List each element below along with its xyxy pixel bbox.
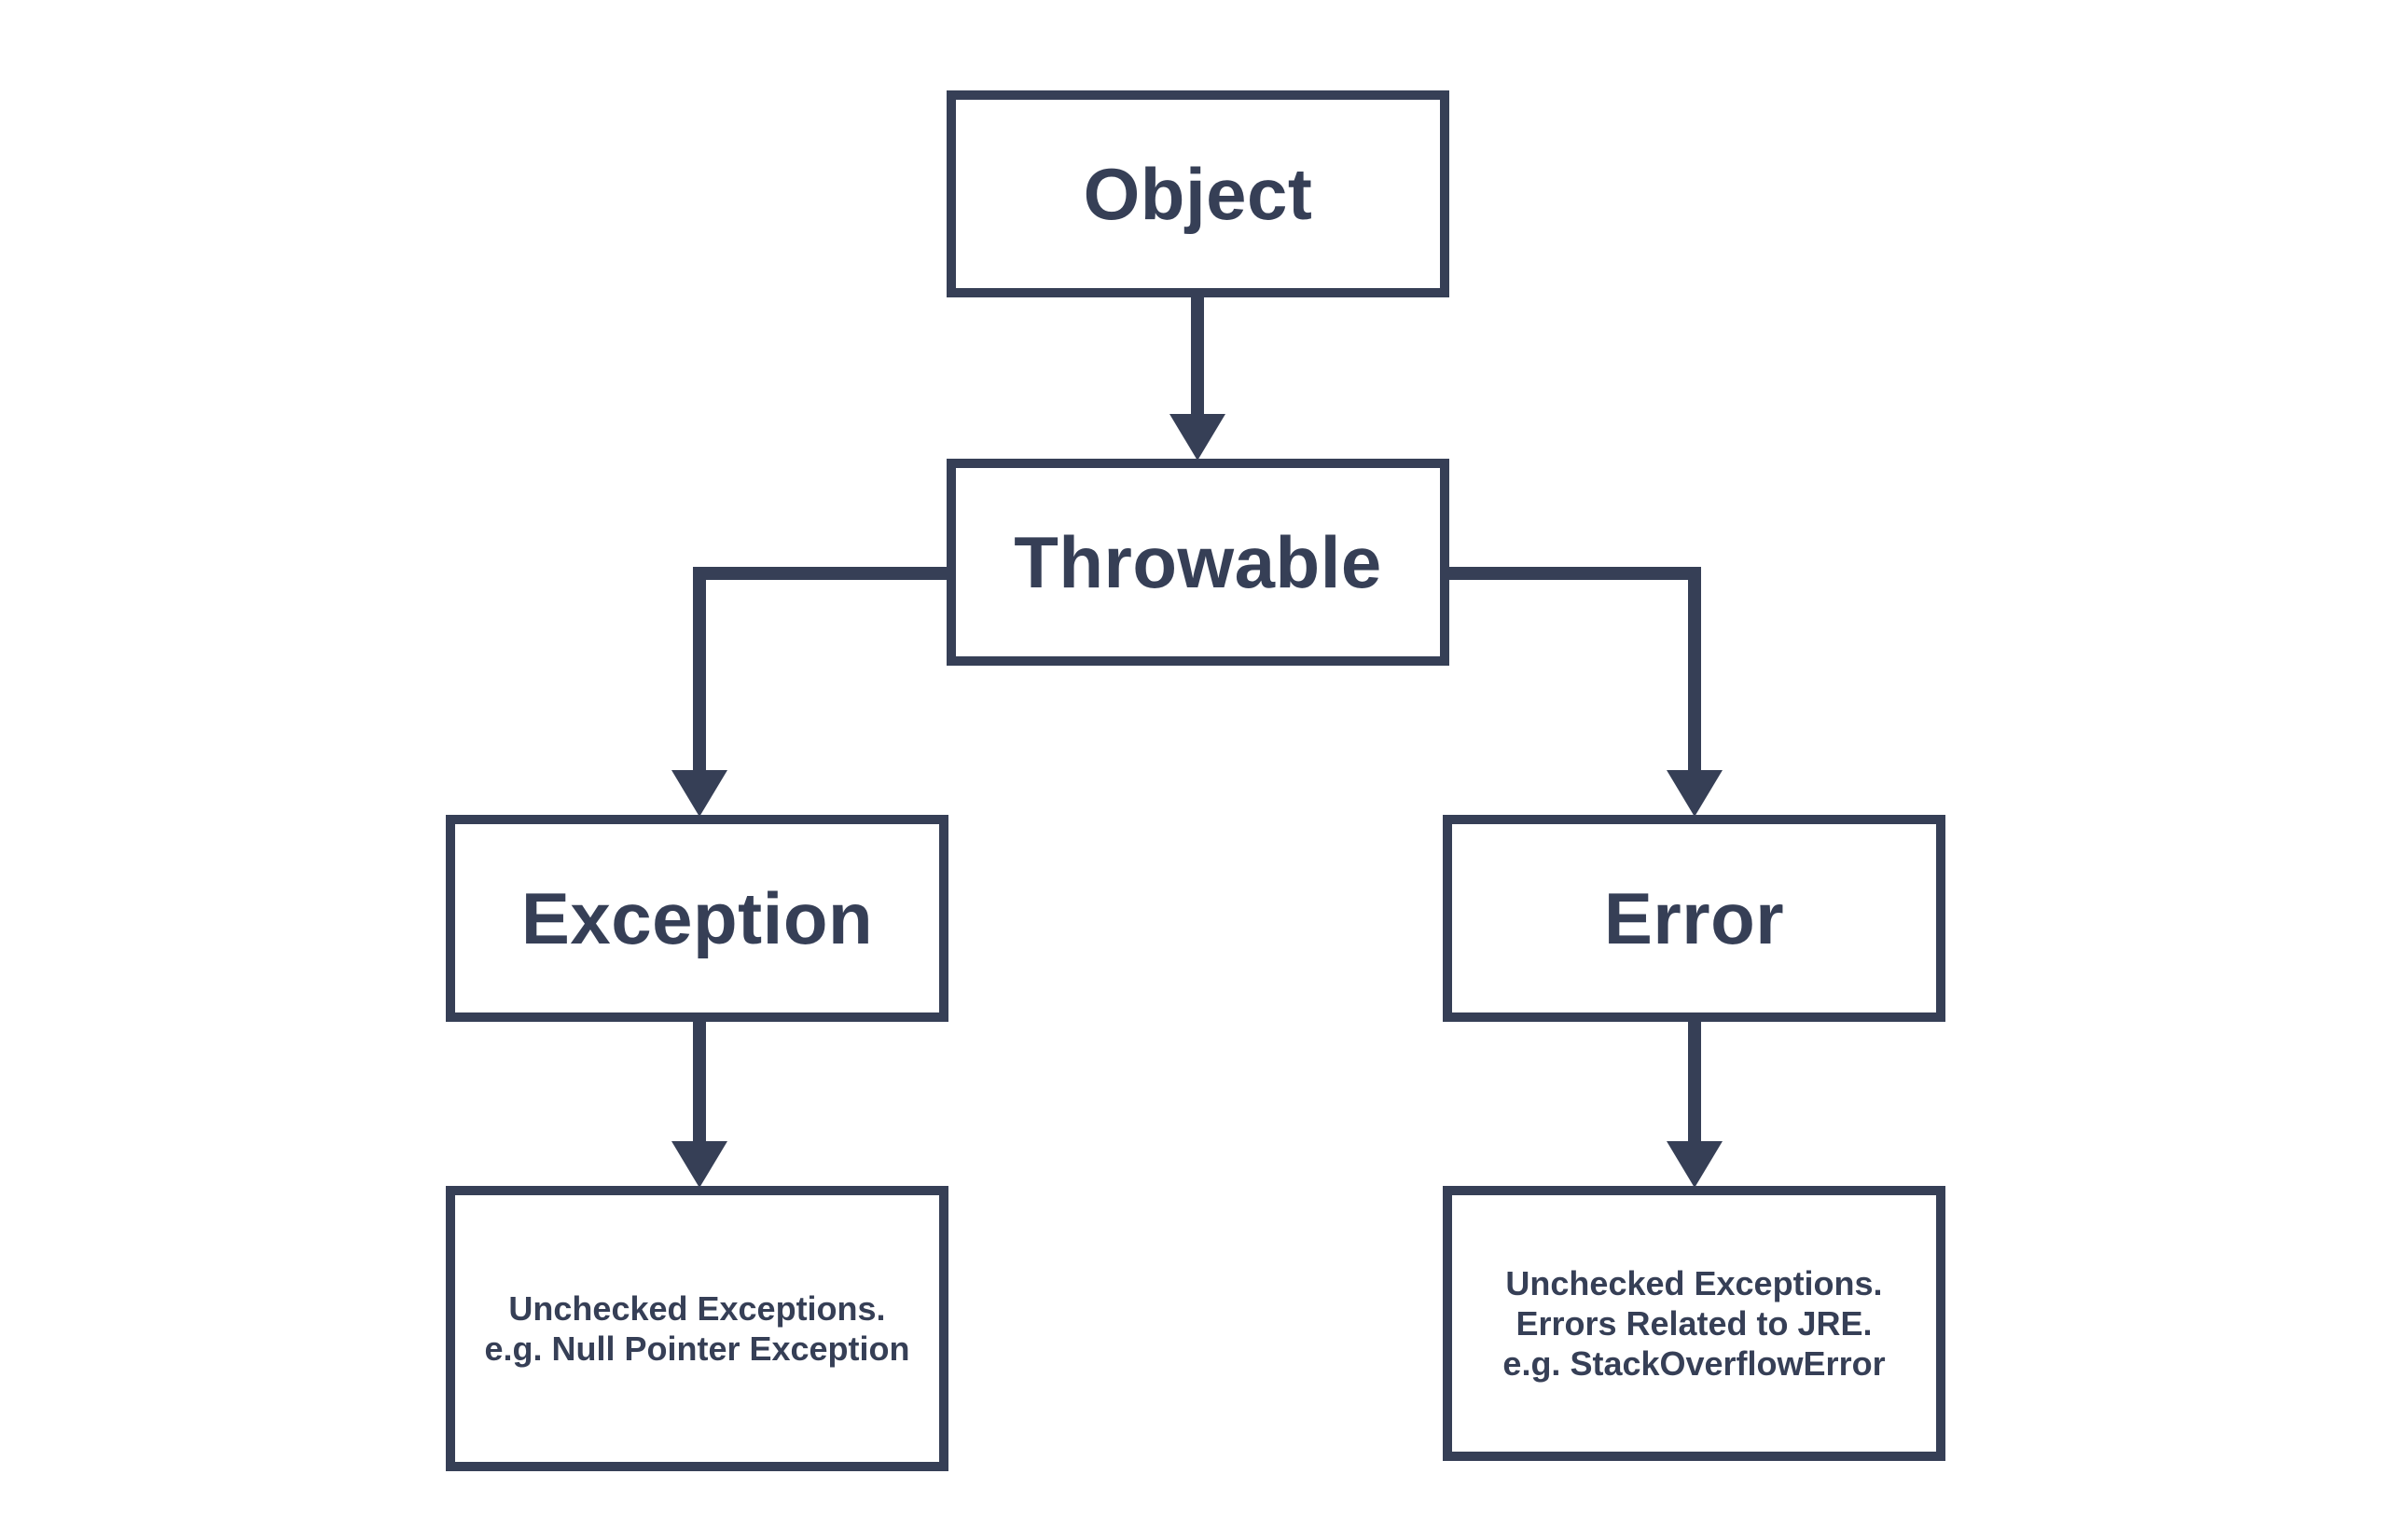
node-object: Object xyxy=(947,90,1449,297)
error-detail-line: Unchecked Exceptions. xyxy=(1505,1263,1883,1302)
exception-detail-line: e.g. Null Pointer Exception xyxy=(484,1329,910,1368)
node-error-label: Error xyxy=(1603,877,1785,959)
error-detail-line: Errors Related to JRE. xyxy=(1515,1303,1873,1343)
edge-object-throwable xyxy=(1169,297,1225,461)
edge-throwable-exception xyxy=(671,567,947,817)
node-throwable: Throwable xyxy=(947,459,1449,666)
node-object-label: Object xyxy=(1083,153,1313,235)
node-throwable-label: Throwable xyxy=(1014,521,1382,603)
node-exception-label: Exception xyxy=(520,877,874,959)
arrowhead-icon xyxy=(671,770,727,817)
exception-detail-text: Unchecked Exceptions. e.g. Null Pointer … xyxy=(484,1288,909,1369)
edge-exception-detail xyxy=(671,1022,727,1188)
arrowhead-icon xyxy=(1169,414,1225,461)
arrowhead-icon xyxy=(1667,1141,1723,1188)
error-detail-line: e.g. StackOverflowError xyxy=(1502,1344,1886,1384)
node-exception: Exception xyxy=(446,815,948,1022)
exception-detail-line: Unchecked Exceptions. xyxy=(508,1288,886,1328)
node-exception-detail: Unchecked Exceptions. e.g. Null Pointer … xyxy=(446,1186,948,1471)
error-detail-text: Unchecked Exceptions. Errors Related to … xyxy=(1502,1263,1885,1384)
edge-error-detail xyxy=(1667,1022,1723,1188)
node-error-detail: Unchecked Exceptions. Errors Related to … xyxy=(1443,1186,1945,1461)
node-error: Error xyxy=(1443,815,1945,1022)
arrowhead-icon xyxy=(671,1141,727,1188)
edge-throwable-error xyxy=(1449,567,1723,817)
arrowhead-icon xyxy=(1667,770,1723,817)
